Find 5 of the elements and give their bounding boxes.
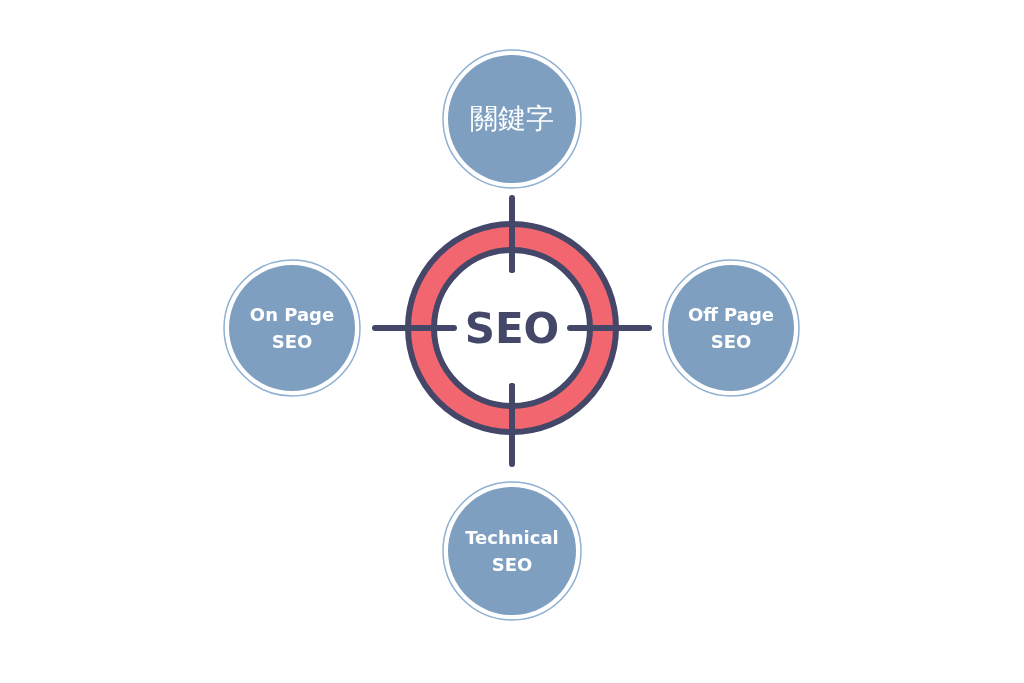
topic-label: 關鍵字 <box>469 101 555 137</box>
topic-label: Off Page SEO <box>686 303 776 354</box>
center-label: SEO <box>464 303 560 353</box>
topic-label: Technical SEO <box>464 526 560 577</box>
topic-label: On Page SEO <box>248 303 336 354</box>
